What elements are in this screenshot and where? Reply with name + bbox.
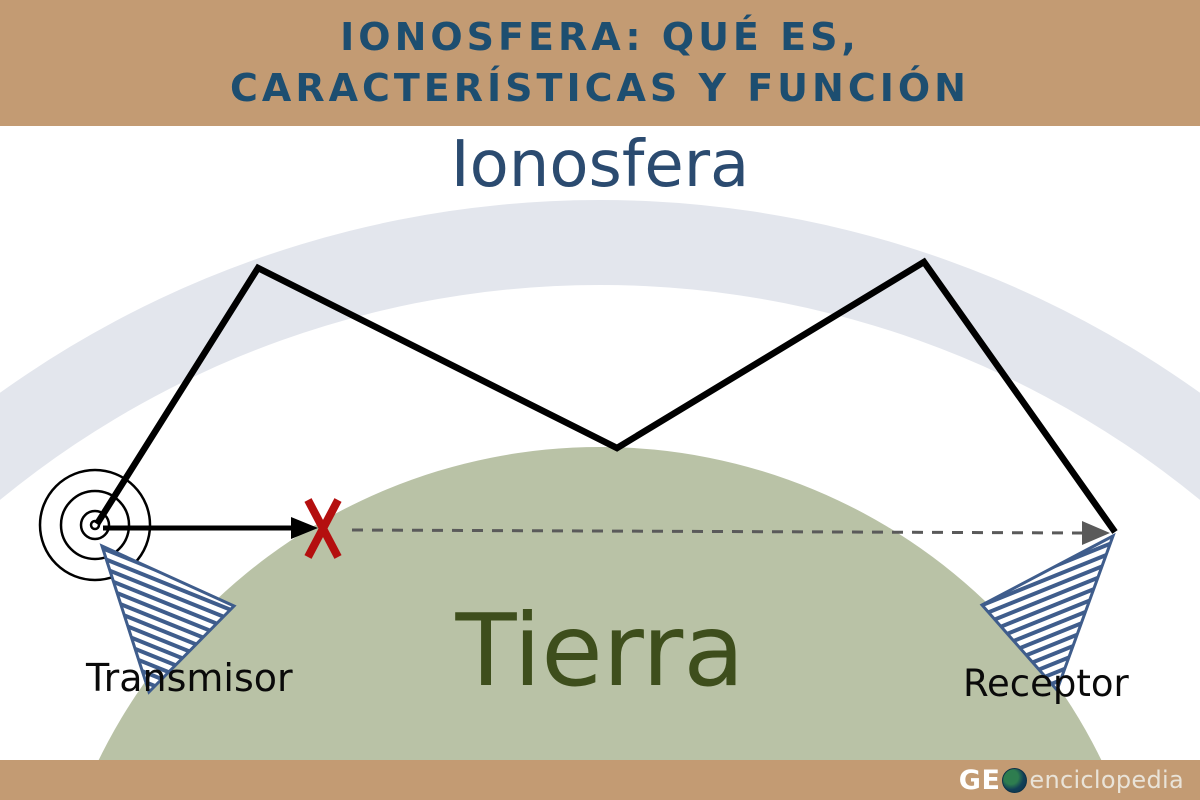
- signal-bounce-path: [94, 257, 1118, 534]
- geoenciclopedia-logo: GE enciclopedia: [959, 765, 1184, 796]
- globe-icon: [1002, 767, 1028, 793]
- direct-wave-arrowhead: [1082, 521, 1110, 545]
- logo-text-enciclopedia: enciclopedia: [1029, 766, 1184, 794]
- banner-title-line1: IONOSFERA: QUÉ ES,: [340, 14, 860, 59]
- direct-wave-dashed-line: [351, 528, 1083, 535]
- receiver-antenna-icon: [979, 532, 1116, 693]
- logo-text-ge: GE: [958, 764, 1001, 796]
- radio-waves-icon: [38, 468, 152, 582]
- banner-title-line2: CARACTERÍSTICAS Y FUNCIÓN: [230, 66, 970, 110]
- diagram-title: Ionosfera: [450, 128, 750, 202]
- top-banner: IONOSFERA: QUÉ ES, CARACTERÍSTICAS Y FUN…: [0, 0, 1200, 126]
- earth-label: Tierra: [455, 592, 745, 709]
- receiver-label: Receptor: [963, 662, 1129, 705]
- red-x-blocked-icon: [304, 498, 342, 559]
- transmitter-antenna-icon: [99, 543, 237, 695]
- transmitter-label: Transmisor: [86, 656, 293, 700]
- direct-wave-solid-arrowhead: [291, 517, 318, 539]
- bottom-bar: GE enciclopedia: [0, 760, 1200, 800]
- earth-semicircle: [81, 447, 1119, 800]
